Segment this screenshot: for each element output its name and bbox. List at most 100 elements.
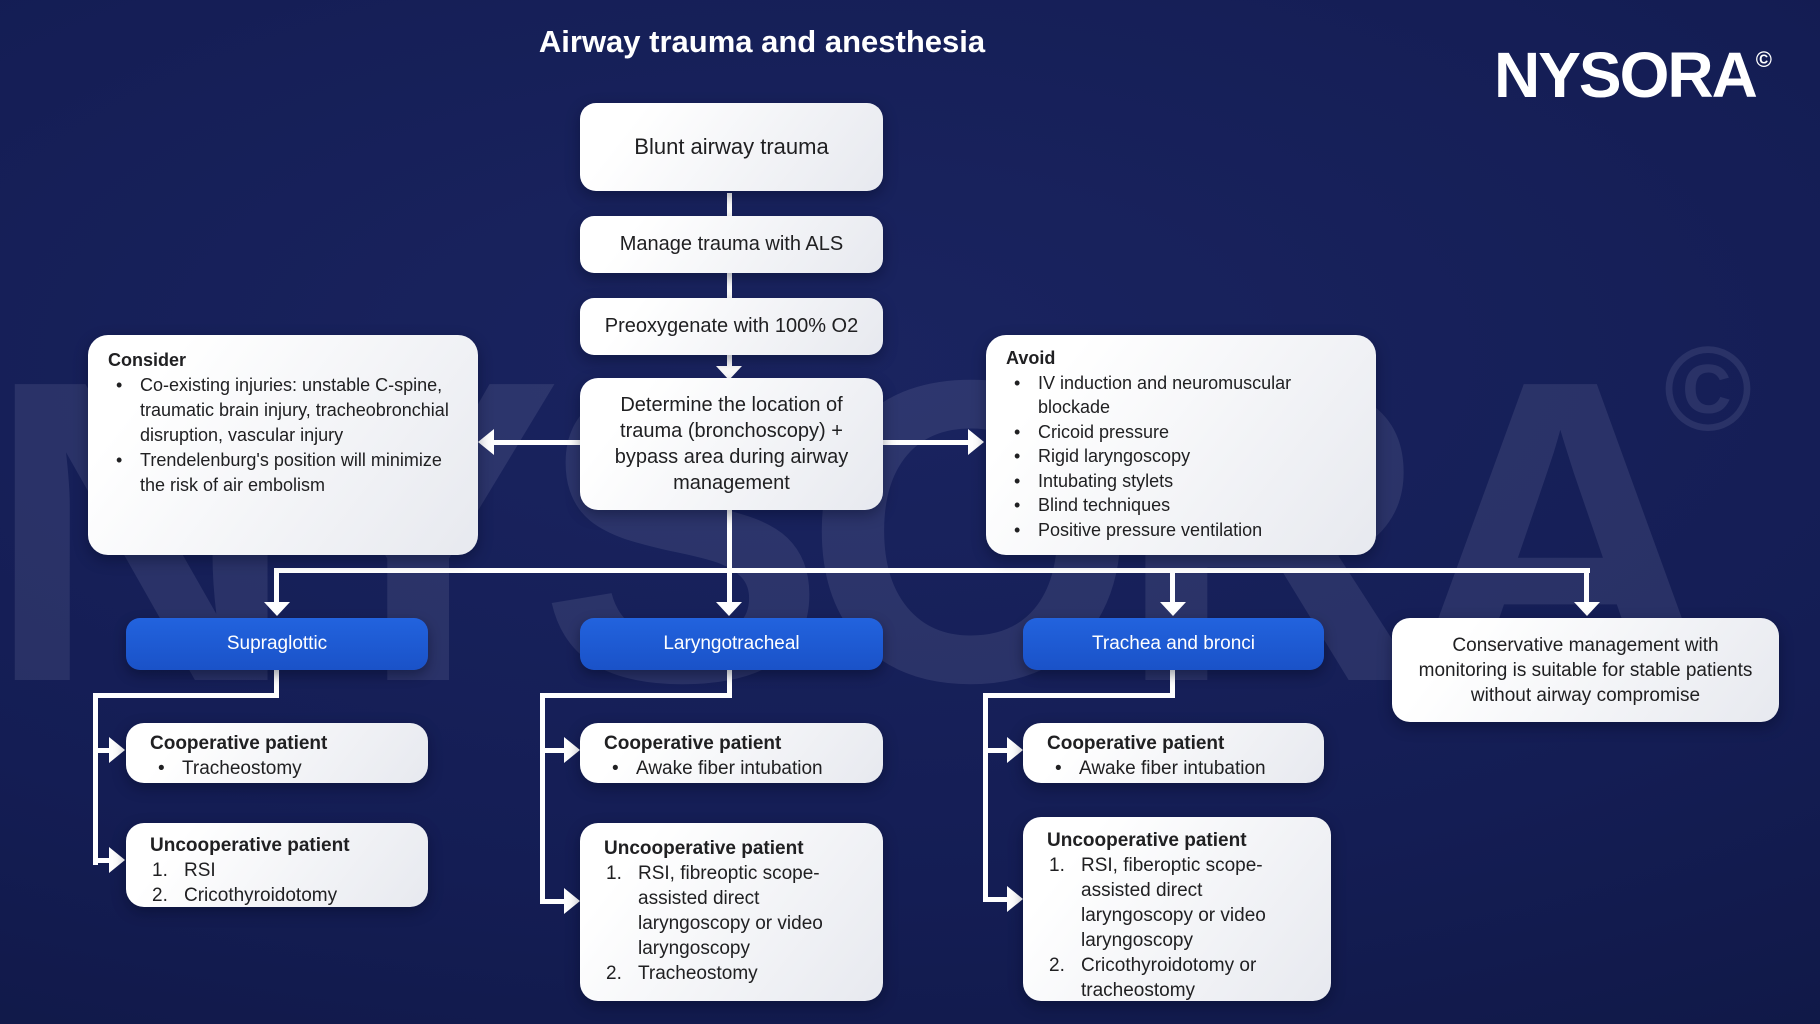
- node-blunt-airway-trauma: Blunt airway trauma: [580, 103, 883, 191]
- avoid-panel: Avoid IV induction and neuromuscular blo…: [986, 335, 1376, 555]
- connector-line: [983, 897, 1009, 902]
- cooperative-title: Cooperative patient: [1047, 733, 1225, 754]
- node-label: Blunt airway trauma: [634, 134, 829, 159]
- connector-line: [274, 570, 279, 604]
- branch-supraglottic: Supraglottic: [126, 618, 428, 670]
- connector-line: [93, 693, 98, 865]
- node-label: Determine the location of trauma (bronch…: [614, 394, 849, 494]
- branch-label: Trachea and bronci: [1091, 633, 1255, 654]
- connector-arrowhead: [564, 888, 580, 914]
- list-item-text: Blind techniques: [1038, 495, 1171, 515]
- connector-line: [883, 440, 970, 445]
- node-label: Preoxygenate with 100% O2: [604, 315, 859, 337]
- cooperative-list: Awake fiber intubation: [604, 756, 873, 781]
- connector-arrowhead: [716, 366, 742, 380]
- list-item-text: RSI: [184, 860, 216, 881]
- list-item: Cricoid pressure: [1006, 420, 1362, 445]
- connector-line: [93, 748, 111, 753]
- list-item-text: Tracheostomy: [182, 758, 302, 779]
- connector-line: [983, 693, 988, 902]
- list-item: Blind techniques: [1006, 493, 1362, 518]
- connector-arrowhead: [109, 847, 125, 873]
- supraglottic-cooperative-box: Cooperative patient Tracheostomy: [126, 723, 428, 783]
- list-item-text: Intubating stylets: [1038, 470, 1174, 491]
- connector-line: [274, 670, 279, 698]
- connector-line: [727, 510, 732, 572]
- consider-title: Consider: [108, 350, 187, 370]
- connector-arrowhead: [1160, 602, 1186, 616]
- node-label: Conservative management with monitoring …: [1418, 634, 1753, 706]
- node-label: Manage trauma with ALS: [619, 233, 844, 255]
- avoid-title: Avoid: [1006, 348, 1056, 368]
- list-item-text: Rigid laryngoscopy: [1038, 446, 1191, 466]
- list-item: Rigid laryngoscopy: [1006, 444, 1362, 469]
- connector-arrowhead: [968, 429, 984, 455]
- connector-line: [540, 693, 732, 698]
- connector-line: [983, 693, 1173, 698]
- page-title: Airway trauma and anesthesia: [538, 24, 986, 59]
- uncooperative-list: RSI, fibreoptic scope-assisted direct la…: [604, 861, 841, 986]
- logo-text: NYSORA: [1493, 39, 1758, 111]
- uncooperative-list: RSI, fiberoptic scope-assisted direct la…: [1047, 853, 1293, 1003]
- list-item: Tracheostomy: [604, 961, 841, 986]
- list-item-text: Cricothyroidotomy or tracheostomy: [1081, 955, 1257, 1001]
- list-item-text: Tracheostomy: [638, 963, 758, 984]
- uncooperative-list: RSI Cricothyroidotomy: [150, 858, 418, 908]
- list-item-text: IV induction and neuromuscular blockade: [1038, 372, 1292, 418]
- list-item-text: Awake fiber intubation: [636, 758, 823, 779]
- laryngotracheal-cooperative-box: Cooperative patient Awake fiber intubati…: [580, 723, 883, 783]
- connector-line: [727, 570, 732, 604]
- branch-trachea-bronci: Trachea and bronci: [1023, 618, 1324, 670]
- connector-arrowhead: [109, 737, 125, 763]
- list-item: IV induction and neuromuscular blockade: [1006, 371, 1362, 420]
- connector-arrowhead: [1007, 886, 1023, 912]
- watermark-copyright-mark: ©: [1663, 322, 1753, 456]
- uncooperative-title: Uncooperative patient: [604, 838, 804, 859]
- connector-line: [540, 899, 566, 904]
- trachea-uncooperative-box: Uncooperative patient RSI, fiberoptic sc…: [1023, 817, 1331, 1001]
- connector-line: [727, 355, 732, 369]
- list-item: Awake fiber intubation: [604, 756, 873, 781]
- list-item-text: Awake fiber intubation: [1079, 758, 1266, 779]
- list-item-text: Cricoid pressure: [1038, 421, 1170, 442]
- list-item-text: RSI, fibreoptic scope-assisted direct la…: [638, 863, 823, 959]
- connector-line: [93, 693, 279, 698]
- branch-laryngotracheal: Laryngotracheal: [580, 618, 883, 670]
- avoid-list: IV induction and neuromuscular blockade …: [1006, 371, 1362, 543]
- node-conservative-management: Conservative management with monitoring …: [1392, 618, 1779, 722]
- connector-arrowhead: [1574, 602, 1600, 616]
- list-item: Positive pressure ventilation: [1006, 518, 1362, 543]
- node-manage-trauma-als: Manage trauma with ALS: [580, 216, 883, 273]
- list-item-text: Co-existing injuries: unstable C-spine, …: [140, 375, 449, 445]
- connector-line: [1584, 570, 1589, 604]
- connector-line: [540, 748, 566, 753]
- laryngotracheal-uncooperative-box: Uncooperative patient RSI, fibreoptic sc…: [580, 823, 883, 1001]
- cooperative-title: Cooperative patient: [150, 733, 328, 754]
- logo-copyright-mark: ©: [1755, 47, 1772, 72]
- list-item: RSI, fibreoptic scope-assisted direct la…: [604, 861, 841, 961]
- list-item: Cricothyroidotomy: [150, 883, 418, 908]
- connector-line: [727, 193, 732, 217]
- supraglottic-uncooperative-box: Uncooperative patient RSI Cricothyroidot…: [126, 823, 428, 907]
- consider-panel: Consider Co-existing injuries: unstable …: [88, 335, 478, 555]
- branch-label: Laryngotracheal: [663, 633, 800, 654]
- list-item-text: Trendelenburg's position will minimize t…: [140, 450, 442, 495]
- connector-arrowhead: [1007, 737, 1023, 763]
- trachea-cooperative-box: Cooperative patient Awake fiber intubati…: [1023, 723, 1324, 783]
- list-item: RSI, fiberoptic scope-assisted direct la…: [1047, 853, 1293, 953]
- list-item: Co-existing injuries: unstable C-spine, …: [108, 373, 464, 448]
- list-item-text: Positive pressure ventilation: [1038, 519, 1263, 540]
- node-determine-location: Determine the location of trauma (bronch…: [580, 378, 883, 510]
- list-item: Tracheostomy: [150, 756, 418, 781]
- connector-line: [727, 273, 732, 299]
- list-item: Trendelenburg's position will minimize t…: [108, 448, 464, 498]
- cooperative-title: Cooperative patient: [604, 733, 782, 754]
- connector-arrowhead: [564, 737, 580, 763]
- uncooperative-title: Uncooperative patient: [150, 835, 350, 856]
- list-item-text: Cricothyroidotomy: [184, 885, 338, 906]
- connector-arrowhead: [264, 602, 290, 616]
- connector-line: [540, 693, 545, 904]
- connector-arrowhead: [716, 602, 742, 616]
- connector-line: [727, 670, 732, 698]
